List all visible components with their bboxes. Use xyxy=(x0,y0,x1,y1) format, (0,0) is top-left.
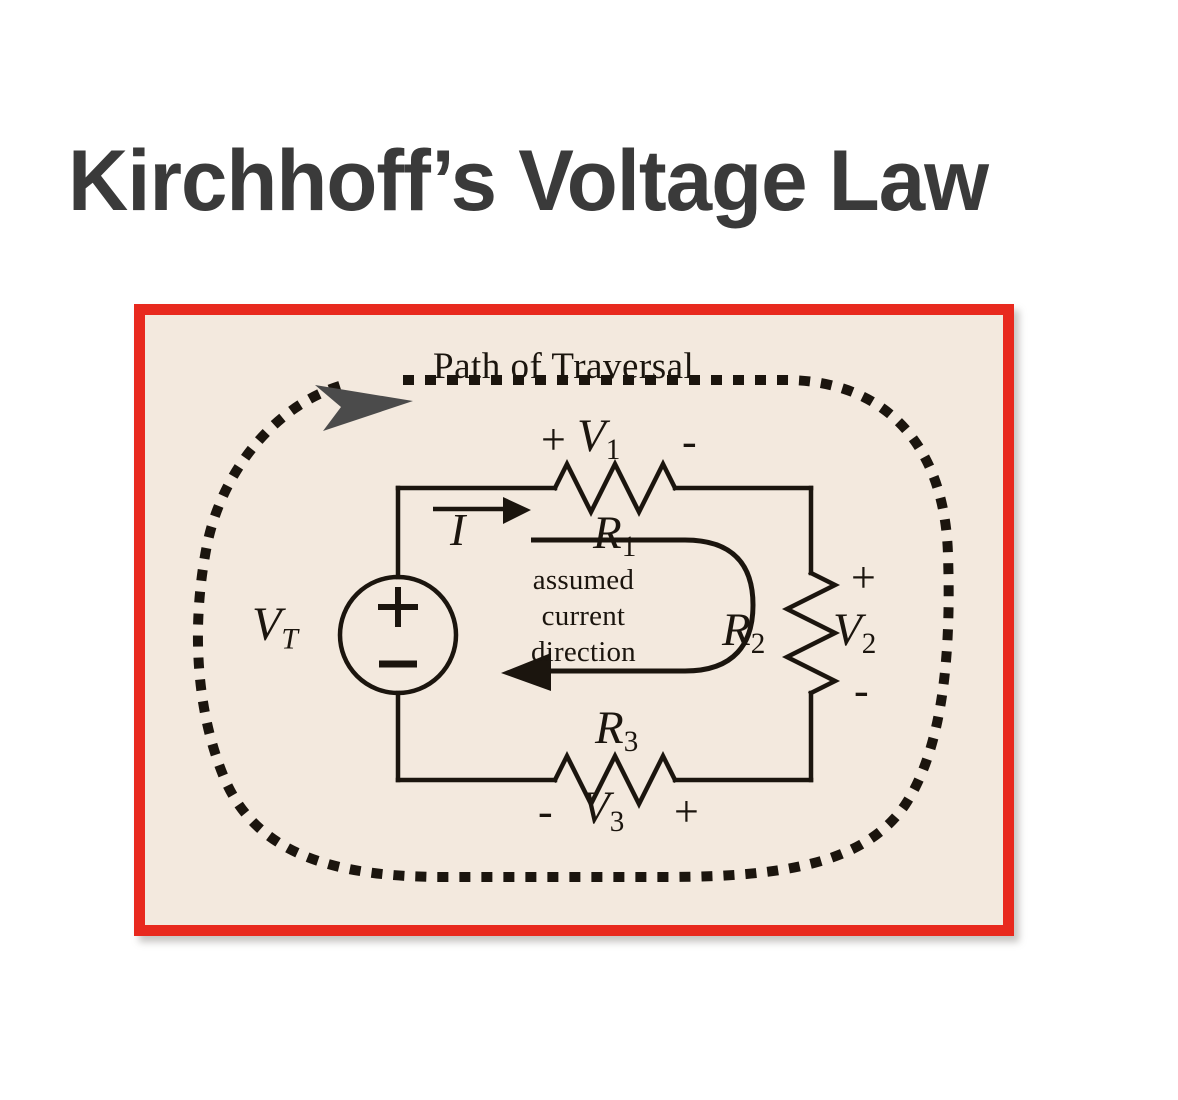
r2-label: R2 xyxy=(722,603,765,661)
vt-subscript: T xyxy=(281,622,298,656)
v1-plus-polarity: + xyxy=(541,415,566,464)
v1-label: V1 xyxy=(577,409,620,467)
r3-label: R3 xyxy=(595,701,638,759)
current-direction-arrow xyxy=(433,497,531,524)
v1-minus-polarity: - xyxy=(682,417,697,466)
v1-subscript: 1 xyxy=(605,434,621,467)
r1-symbol: R xyxy=(593,507,622,559)
v2-symbol: V xyxy=(833,604,862,656)
path-of-traversal-label: Path of Traversal xyxy=(433,346,695,387)
resistor-2-zigzag xyxy=(781,569,841,697)
circuit-diagram-svg xyxy=(193,375,954,882)
source-voltage-label: VT xyxy=(252,597,298,656)
resistor-1-zigzag xyxy=(551,458,679,518)
v2-plus-polarity: + xyxy=(851,553,876,602)
path-of-traversal-loop xyxy=(193,375,954,882)
assumed-note-line-3: direction xyxy=(531,636,636,668)
circuit-wires xyxy=(395,458,841,810)
page-title: Kirchhoff’s Voltage Law xyxy=(68,133,989,229)
v2-minus-polarity: - xyxy=(854,666,869,715)
v3-label: V3 xyxy=(581,781,624,839)
v2-label: V2 xyxy=(833,603,876,661)
v3-minus-polarity: - xyxy=(538,787,553,836)
traversal-arrowhead xyxy=(315,385,413,431)
v2-subscript: 2 xyxy=(861,628,877,661)
current-label: I xyxy=(450,504,466,555)
resistor-3-zigzag xyxy=(551,750,679,810)
r1-subscript: 1 xyxy=(621,531,637,564)
voltage-source-symbol xyxy=(337,574,459,696)
v1-symbol: V xyxy=(577,410,606,462)
assumed-note-line-1: assumed xyxy=(532,564,635,596)
vt-symbol: V xyxy=(252,598,282,651)
r1-label: R1 xyxy=(593,506,636,564)
v3-subscript: 3 xyxy=(609,806,625,839)
r3-subscript: 3 xyxy=(623,726,639,759)
v3-plus-polarity: + xyxy=(674,787,699,836)
assumed-current-direction-note: assumed current direction xyxy=(531,562,636,670)
circuit-figure-frame: Path of Traversal + V1 - R1 I assumed cu… xyxy=(134,304,1014,936)
r2-symbol: R xyxy=(722,604,751,656)
v3-symbol: V xyxy=(581,782,610,834)
r2-subscript: 2 xyxy=(750,628,766,661)
r3-symbol: R xyxy=(595,702,624,754)
assumed-note-line-2: current xyxy=(541,600,626,632)
assumed-current-loop-arrow xyxy=(501,537,756,691)
